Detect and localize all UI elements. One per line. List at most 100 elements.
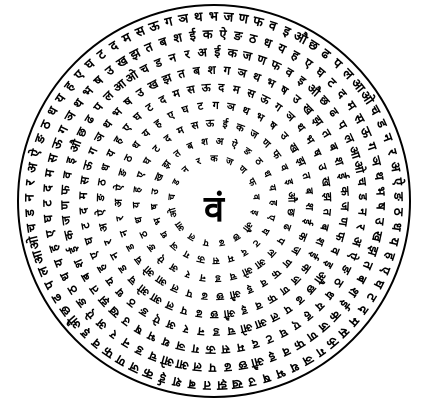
ring-8-glyph: थ — [70, 95, 87, 111]
ring-9-glyph: ब — [187, 376, 198, 392]
ring-3-glyph: आ — [252, 255, 268, 271]
ring-5-glyph: म — [231, 82, 242, 97]
ring-5-glyph: द — [217, 81, 226, 94]
ring-4-glyph: ञ — [225, 100, 237, 115]
ring-1-glyph: ढ — [217, 236, 226, 248]
ring-2-glyph: भ — [152, 215, 165, 226]
ring-5-glyph: थ — [293, 121, 308, 136]
ring-2-glyph: अ — [215, 136, 224, 148]
ring-9-glyph: म — [119, 30, 135, 48]
ring-8-glyph: ऊ — [48, 135, 66, 151]
ring-8-glyph: ड — [132, 342, 147, 359]
ring-8-glyph: भ — [79, 82, 97, 99]
ring-2-glyph: घ — [258, 225, 272, 237]
ring-4-glyph: च — [131, 253, 147, 268]
ring-6-glyph: ख — [145, 76, 162, 94]
ring-9-glyph: झ — [216, 377, 229, 393]
ring-7-glyph: घ — [276, 325, 290, 342]
ring-6-glyph: स — [77, 174, 92, 186]
ring-9-glyph: ग — [162, 14, 174, 31]
ring-7-glyph: क — [226, 45, 239, 60]
ring-9-glyph: म — [345, 312, 363, 329]
ring-4-glyph: ऐ — [112, 183, 126, 193]
ring-8-glyph: ग — [363, 139, 380, 152]
ring-8-glyph: ऊ — [357, 124, 376, 141]
ring-3-glyph: घ — [140, 155, 154, 168]
ring-8-glyph: प — [208, 361, 217, 376]
ring-5-glyph: ञ — [282, 108, 298, 124]
ring-7-glyph: ण — [58, 199, 72, 210]
ring-6-glyph: ए — [87, 249, 103, 262]
ring-8-glyph: ओ — [158, 352, 176, 370]
ring-9-glyph: ख — [230, 375, 245, 392]
ring-9-glyph: अ — [387, 160, 404, 174]
ring-7-glyph: ण — [254, 51, 269, 68]
ring-9-glyph: ट — [362, 289, 379, 304]
ring-9-glyph: भ — [273, 364, 288, 382]
ring-6-glyph: क — [338, 185, 353, 197]
ring-5-glyph: स — [244, 86, 258, 102]
ring-3-glyph: व — [277, 162, 291, 174]
ring-5-glyph: ओ — [134, 281, 152, 299]
ring-5-glyph: झ — [321, 191, 334, 201]
ring-9-glyph: घ — [82, 56, 99, 74]
ring-3-glyph: ल — [264, 246, 279, 261]
ring-8-glyph: ल — [191, 359, 203, 375]
ring-8-glyph: झ — [126, 44, 144, 63]
ring-6-glyph: उ — [289, 91, 304, 107]
ring-5-glyph: फ — [264, 290, 280, 307]
ring-9-glyph: र — [383, 147, 399, 158]
ring-7-glyph: न — [355, 207, 370, 217]
ring-8-glyph: ए — [301, 54, 317, 71]
ring-9-glyph: ष — [259, 369, 273, 386]
ring-1-glyph: औ — [239, 219, 255, 235]
ring-9-glyph: ओ — [25, 234, 44, 251]
ring-4-glyph: ड — [123, 241, 138, 254]
ring-6-glyph: औ — [311, 269, 330, 288]
ring-6-glyph: भ — [109, 104, 125, 120]
ring-7-glyph: ख — [105, 303, 123, 321]
ring-4-glyph: ढ — [200, 289, 209, 303]
ring-9-glyph: ए — [376, 263, 393, 277]
ring-6-glyph: म — [76, 191, 90, 201]
ring-7-glyph: ल — [341, 131, 358, 146]
ring-4-glyph: ह — [151, 116, 165, 131]
ring-8-glyph: त — [141, 38, 155, 55]
ring-8-glyph: ख — [369, 229, 386, 244]
ring-5-glyph: न — [107, 249, 122, 262]
ring-1-glyph: ल — [186, 230, 199, 244]
ring-6-glyph: इ — [321, 258, 337, 272]
ring-7-glyph: ओ — [351, 159, 369, 175]
ring-4-glyph: ख — [285, 140, 302, 156]
ring-4-glyph: अ — [112, 198, 125, 207]
ring-6-glyph: श — [331, 155, 347, 168]
ring-5-glyph: ठ — [95, 178, 109, 188]
ring-3-glyph: ध — [132, 215, 145, 225]
ring-9-glyph: च — [24, 222, 40, 234]
ring-7-glyph: ष — [131, 321, 146, 338]
ring-1-glyph: ड — [170, 177, 183, 188]
ring-7-glyph: र — [183, 47, 192, 62]
ring-4-glyph: ल — [168, 281, 182, 297]
ring-9-glyph: ङ — [390, 191, 405, 201]
ring-6-glyph: झ — [309, 112, 327, 129]
ring-6-glyph: ष — [120, 94, 136, 110]
ring-9-glyph: त — [203, 377, 213, 392]
ring-8-glyph: च — [146, 348, 161, 366]
ring-9-glyph: ठ — [38, 117, 56, 132]
ring-9-glyph: थ — [287, 358, 302, 375]
ring-9-glyph: उ — [246, 373, 258, 390]
ring-7-glyph: थ — [159, 334, 172, 350]
ring-8-glyph: उ — [101, 62, 117, 79]
ring-6-glyph: ब — [325, 140, 341, 154]
ring-1-glyph: ओ — [166, 205, 181, 219]
ring-3-glyph: प — [273, 234, 287, 247]
ring-5-glyph: छ — [209, 308, 219, 321]
ring-7-glyph: य — [312, 298, 328, 314]
ring-6-glyph: ञ — [235, 65, 249, 81]
ring-5-glyph: च — [125, 272, 141, 288]
ring-7-glyph: झ — [95, 293, 113, 311]
ring-7-glyph: ड — [356, 192, 370, 200]
ring-8-glyph: इ — [266, 349, 279, 366]
ring-5-glyph: ढ — [195, 307, 205, 321]
